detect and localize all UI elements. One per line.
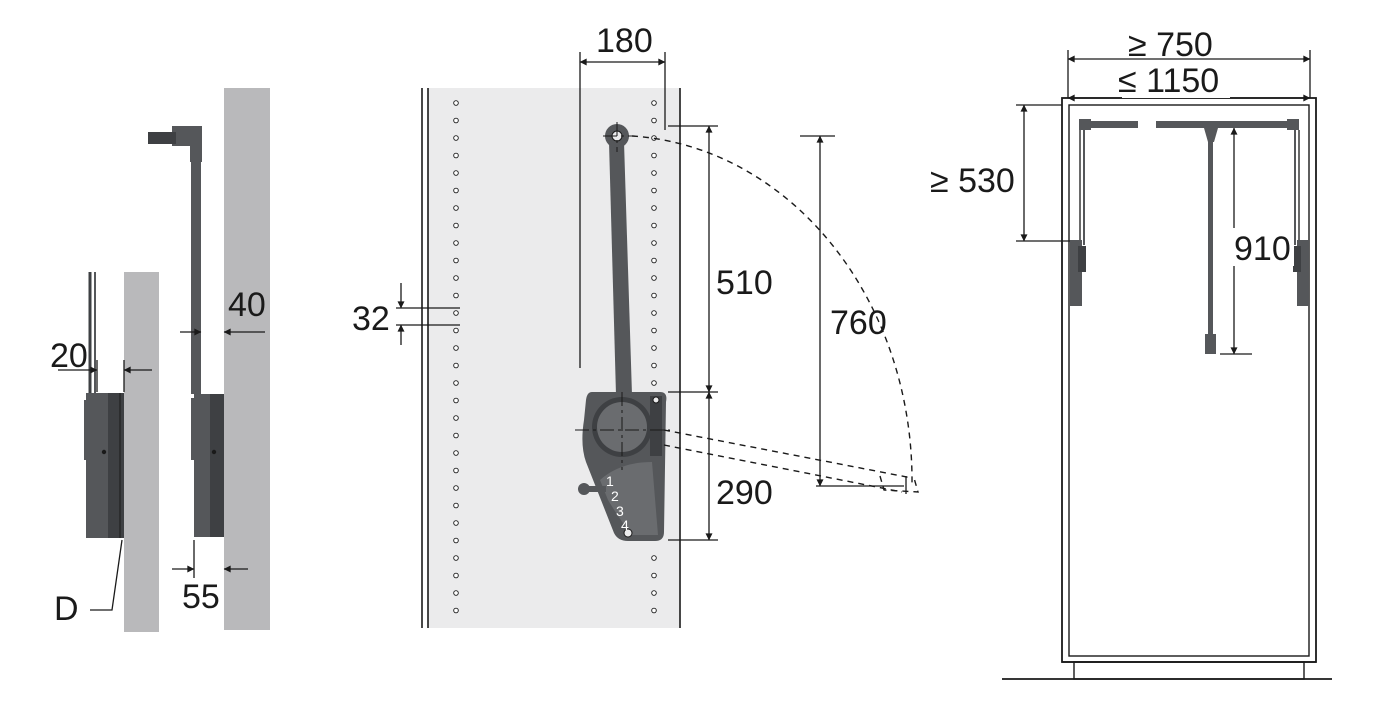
system-hole (453, 222, 459, 229)
system-hole (453, 170, 459, 176)
system-hole (453, 572, 459, 579)
system-hole (453, 117, 459, 124)
dim-label-max-width: ≤ 1150 (1118, 62, 1219, 100)
lift-arm (609, 142, 632, 395)
swing-arc (631, 135, 913, 485)
position-2: 2 (611, 488, 619, 504)
hanging-rail (1084, 121, 1298, 128)
system-hole (651, 170, 657, 176)
dim-label-20: 20 (50, 337, 88, 375)
system-hole (453, 310, 459, 316)
dim-label-55: 55 (182, 578, 220, 616)
system-hole (453, 327, 459, 334)
system-hole (651, 117, 657, 124)
system-hole (453, 520, 459, 526)
system-hole (651, 240, 657, 246)
system-hole (453, 257, 459, 264)
system-hole (453, 502, 459, 509)
system-hole (453, 135, 459, 141)
dim-label-min-depth: ≥ 530 (930, 162, 1015, 200)
system-hole (453, 345, 459, 351)
system-hole (453, 362, 459, 369)
system-hole (651, 590, 657, 596)
position-4: 4 (621, 517, 629, 533)
system-hole (453, 432, 459, 439)
cabinet-plinth (1073, 661, 1305, 680)
system-hole (651, 152, 657, 159)
front-view: 1 2 3 4 180 32 510 290 (352, 22, 919, 628)
dim-label-32: 32 (352, 300, 390, 338)
dim-label-40: 40 (228, 286, 266, 324)
system-hole (453, 380, 459, 386)
dim-label-180: 180 (596, 22, 653, 60)
mount-bracket (172, 126, 202, 146)
system-hole (453, 292, 459, 299)
dim-label-290: 290 (716, 474, 773, 512)
dim-label-510: 510 (716, 264, 773, 302)
system-hole (453, 607, 459, 614)
system-hole (453, 485, 459, 491)
cabinet-side-panel (428, 88, 680, 628)
pull-rod-hook (1202, 121, 1220, 142)
system-hole (651, 310, 657, 316)
system-hole (651, 555, 657, 561)
position-3: 3 (616, 503, 624, 519)
side-panel-left (124, 272, 159, 632)
dim-label-910: 910 (1234, 230, 1291, 268)
dim-label-760: 760 (830, 304, 887, 342)
label-D: D (54, 590, 79, 628)
system-hole (453, 555, 459, 561)
adjustment-knob (588, 486, 606, 492)
system-hole (651, 572, 657, 579)
side-panel-right (224, 88, 270, 630)
system-hole (453, 415, 459, 421)
cabinet-view: ≥ 750 ≤ 1150 ≥ 530 910 (930, 26, 1332, 680)
system-hole (453, 152, 459, 159)
system-hole (453, 100, 459, 106)
system-hole (453, 397, 459, 404)
system-hole (651, 327, 657, 334)
system-hole (453, 205, 459, 211)
system-hole (453, 240, 459, 246)
system-hole (651, 205, 657, 211)
system-hole (453, 187, 459, 194)
system-hole (651, 187, 657, 194)
system-hole (651, 362, 657, 369)
system-hole (453, 537, 459, 544)
system-hole (651, 292, 657, 299)
dim-label-min-width: ≥ 750 (1128, 26, 1213, 64)
system-hole (651, 380, 657, 386)
system-hole (453, 275, 459, 281)
system-hole (651, 275, 657, 281)
system-hole (453, 467, 459, 474)
system-hole (651, 100, 657, 106)
system-hole (651, 607, 657, 614)
position-1: 1 (606, 473, 614, 489)
cabinet-frame (1061, 97, 1317, 663)
mount-rod-right (191, 162, 201, 394)
pull-rod (1208, 142, 1213, 338)
side-view-20mm: 20 D (50, 272, 159, 632)
system-hole (651, 257, 657, 264)
system-hole (453, 450, 459, 456)
system-hole (651, 222, 657, 229)
system-hole (651, 345, 657, 351)
side-view-40mm: 40 55 (148, 88, 270, 630)
system-hole (453, 590, 459, 596)
